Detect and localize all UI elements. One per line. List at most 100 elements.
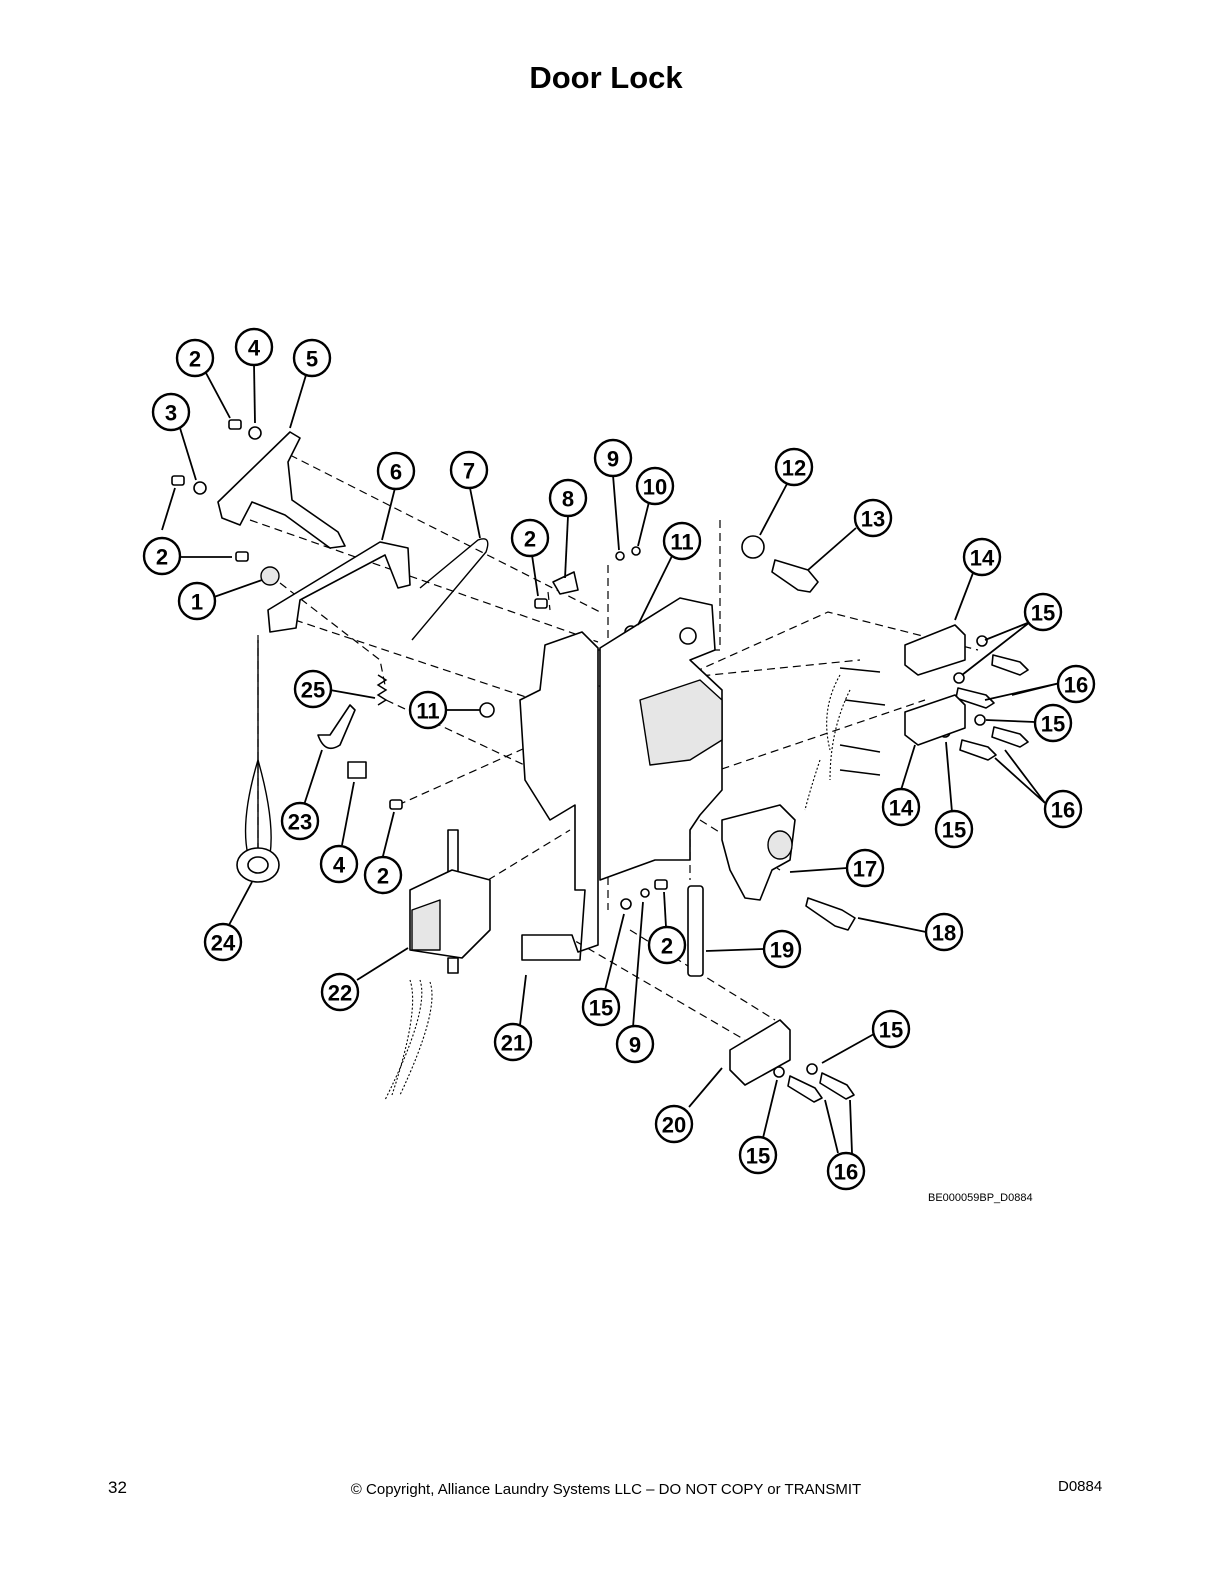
lock-latch <box>639 679 723 766</box>
svg-text:2: 2 <box>524 527 536 552</box>
callout-15: 15 <box>738 1135 778 1175</box>
svg-text:25: 25 <box>301 678 325 703</box>
callout-11: 11 <box>408 690 448 730</box>
pin <box>687 885 704 977</box>
callout-15: 15 <box>934 809 974 849</box>
svg-text:15: 15 <box>879 1018 903 1043</box>
svg-text:15: 15 <box>942 818 966 843</box>
callout-18: 18 <box>924 912 964 952</box>
svg-text:24: 24 <box>211 931 236 956</box>
screw <box>389 799 403 810</box>
svg-text:2: 2 <box>156 545 168 570</box>
washer <box>974 714 986 726</box>
callout-1: 1 <box>177 581 217 621</box>
washer <box>615 551 625 561</box>
svg-text:19: 19 <box>770 938 794 963</box>
screw <box>654 879 668 890</box>
callout-14: 14 <box>881 787 921 827</box>
svg-text:16: 16 <box>1064 673 1088 698</box>
callout-8: 8 <box>548 478 588 518</box>
svg-text:13: 13 <box>861 507 885 532</box>
callout-13: 13 <box>853 498 893 538</box>
svg-text:2: 2 <box>377 864 389 889</box>
screw <box>171 475 185 486</box>
star-washer <box>741 535 765 559</box>
callout-2: 2 <box>363 855 403 895</box>
svg-text:12: 12 <box>782 456 806 481</box>
callout-15: 15 <box>1033 703 1073 743</box>
microswitch <box>729 1019 791 1086</box>
svg-text:15: 15 <box>1041 712 1065 737</box>
callout-22: 22 <box>320 972 360 1012</box>
callout-23: 23 <box>280 801 320 841</box>
svg-text:16: 16 <box>1051 798 1075 823</box>
svg-text:3: 3 <box>165 401 177 426</box>
solenoid-wires <box>384 979 433 1101</box>
bushing <box>260 566 280 586</box>
svg-text:21: 21 <box>501 1031 525 1056</box>
parts <box>171 419 1029 1103</box>
callout-2: 2 <box>510 518 550 558</box>
svg-text:23: 23 <box>288 810 312 835</box>
callout-2: 2 <box>142 536 182 576</box>
svg-text:10: 10 <box>643 475 667 500</box>
solenoid-shaft <box>447 829 459 876</box>
screw <box>235 551 249 562</box>
callout-10: 10 <box>635 466 675 506</box>
callout-7: 7 <box>449 450 489 490</box>
svg-text:16: 16 <box>834 1160 858 1185</box>
svg-text:1: 1 <box>191 590 203 615</box>
washer <box>953 672 965 684</box>
extension-spring <box>376 674 388 706</box>
lever-arm <box>217 431 346 549</box>
svg-text:7: 7 <box>463 459 475 484</box>
document-id: D0884 <box>1058 1478 1103 1495</box>
washer <box>248 426 262 440</box>
svg-text:2: 2 <box>661 934 673 959</box>
solenoid-plunger <box>447 957 459 974</box>
svg-text:9: 9 <box>629 1033 641 1058</box>
washer <box>631 546 641 556</box>
machine-screw <box>819 1072 855 1100</box>
callout-2: 2 <box>647 925 687 965</box>
callout-9: 9 <box>615 1024 655 1064</box>
washer <box>479 702 495 718</box>
callout-15: 15 <box>1023 592 1063 632</box>
callout-21: 21 <box>493 1022 533 1062</box>
machine-screw <box>959 739 997 761</box>
callout-12: 12 <box>774 447 814 487</box>
svg-text:14: 14 <box>889 796 914 821</box>
page-title: Door Lock <box>529 60 683 95</box>
callout-20: 20 <box>654 1104 694 1144</box>
svg-text:11: 11 <box>416 699 439 724</box>
callout-25: 25 <box>293 669 333 709</box>
machine-screw <box>991 654 1029 676</box>
long-screw <box>771 559 819 593</box>
callout-4: 4 <box>319 844 359 884</box>
svg-text:15: 15 <box>1031 601 1055 626</box>
callout-19: 19 <box>762 929 802 969</box>
svg-text:5: 5 <box>306 347 318 372</box>
lock-hole <box>679 627 697 645</box>
callout-17: 17 <box>845 848 885 888</box>
screw <box>534 598 548 609</box>
page-number: 32 <box>108 1478 127 1497</box>
mounting-plate <box>519 631 599 961</box>
callout-24: 24 <box>203 922 243 962</box>
svg-text:2: 2 <box>189 347 201 372</box>
callout-14: 14 <box>962 537 1002 577</box>
callout-11: 11 <box>662 521 702 561</box>
switch-wires <box>804 674 851 811</box>
callout-3: 3 <box>151 392 191 432</box>
callout-2: 2 <box>175 338 215 378</box>
callout-9: 9 <box>593 438 633 478</box>
cable-clip <box>317 704 356 750</box>
svg-text:17: 17 <box>853 857 877 882</box>
svg-text:6: 6 <box>390 460 402 485</box>
svg-text:14: 14 <box>970 546 995 571</box>
callout-16: 16 <box>1043 789 1083 829</box>
svg-text:15: 15 <box>746 1144 770 1169</box>
callout-16: 16 <box>826 1151 866 1191</box>
